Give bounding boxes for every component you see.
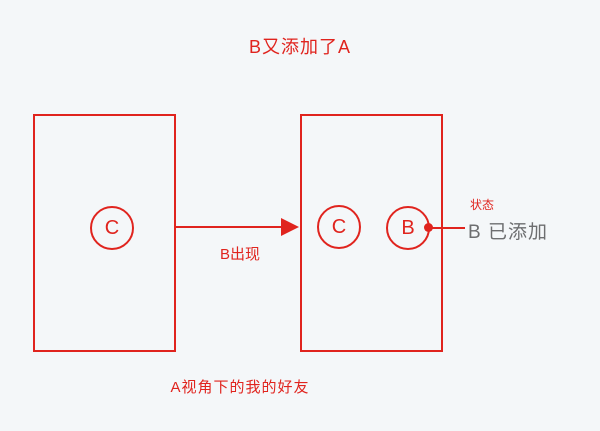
arrow-head-icon bbox=[281, 218, 299, 236]
node-c-left-label: C bbox=[104, 216, 120, 239]
status-value: B 已添加 bbox=[468, 222, 548, 243]
arrow-label: B出现 bbox=[219, 246, 260, 263]
node-c-right-circle: C bbox=[317, 205, 361, 249]
arrow-shaft bbox=[176, 226, 284, 228]
node-c-right-label: C bbox=[331, 215, 347, 238]
diagram-title: B又添加了A bbox=[248, 37, 351, 57]
node-c-left-circle: C bbox=[90, 206, 134, 250]
right-state-box bbox=[300, 114, 443, 352]
status-label: 状态 bbox=[470, 198, 495, 212]
node-b-label: B bbox=[401, 216, 415, 239]
callout-connector-line bbox=[429, 227, 465, 229]
left-state-box bbox=[33, 114, 176, 352]
diagram-caption: A视角下的我的好友 bbox=[170, 379, 310, 396]
callout-dot bbox=[424, 223, 433, 232]
